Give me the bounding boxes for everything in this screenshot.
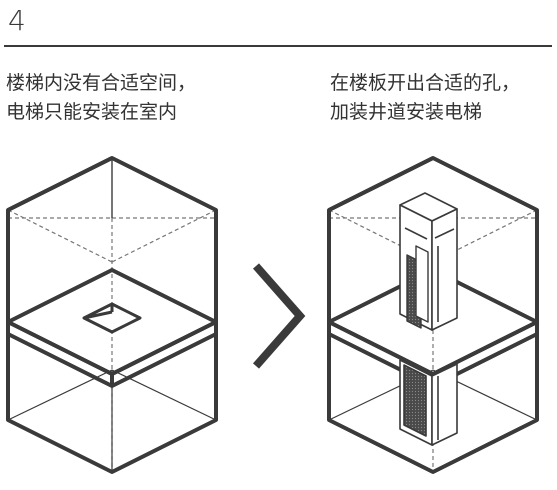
elevator-door — [406, 245, 429, 329]
header-divider — [4, 45, 552, 47]
building-after — [327, 156, 539, 474]
elevator-shaft-lower — [399, 359, 458, 446]
caption-after: 在楼板开出合适的孔， 加装井道安装电梯 — [330, 69, 520, 127]
building-before — [6, 156, 218, 474]
chevron-right-icon — [252, 263, 306, 369]
caption-before-line2: 电梯只能安装在室内 — [6, 101, 178, 123]
step-number: 4 — [8, 4, 26, 37]
lower-room-after — [327, 334, 539, 474]
floor-opening — [82, 302, 142, 334]
caption-before-line1: 楼梯内没有合适空间， — [6, 72, 197, 94]
caption-after-line2: 加装井道安装电梯 — [330, 101, 483, 123]
caption-after-line1: 在楼板开出合适的孔， — [330, 72, 521, 94]
caption-before: 楼梯内没有合适空间， 电梯只能安装在室内 — [6, 69, 196, 127]
